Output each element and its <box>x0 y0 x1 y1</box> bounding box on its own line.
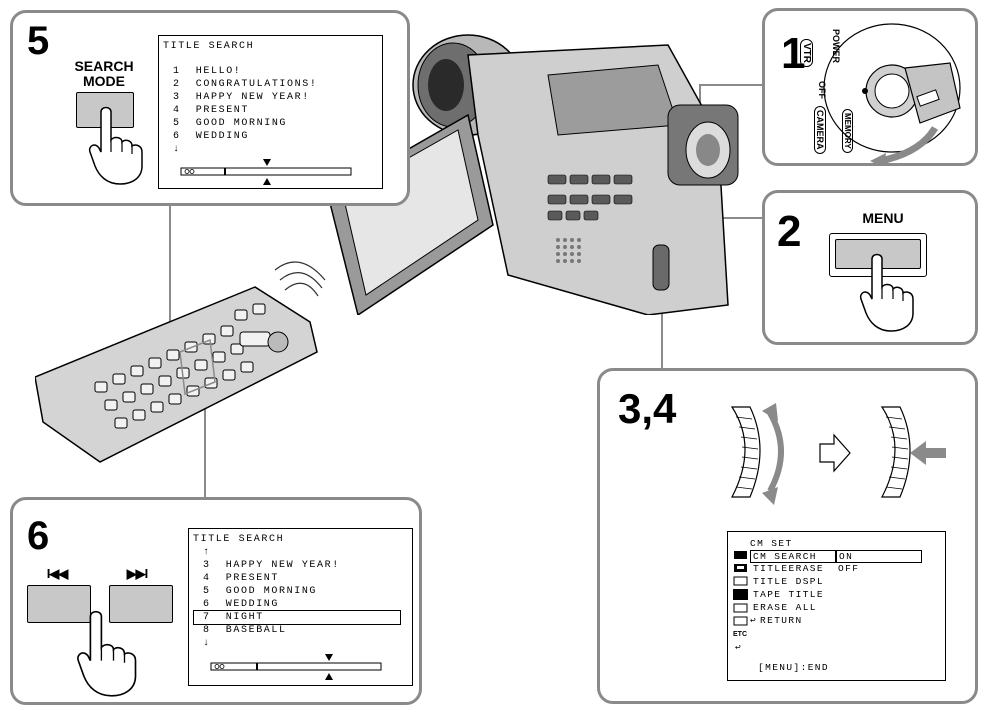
menu-item-erase-all[interactable]: ERASE ALL <box>753 602 817 613</box>
down-arrow: ↓ <box>173 144 181 155</box>
step-1-panel: 1 VTR POWER OFF CAMERA MEMORY <box>762 8 978 166</box>
title-item: 3 HAPPY NEW YEAR! <box>173 92 310 103</box>
title-search-screen-6: TITLE SEARCH ↑ 3 HAPPY NEW YEAR! 4 PRESE… <box>188 528 413 686</box>
dial-label-camera: CAMERA <box>814 106 826 154</box>
step-1-number: 1 <box>781 29 806 78</box>
menu-item-tape-title[interactable]: TAPE TITLE <box>753 589 825 600</box>
camcorder-illustration <box>327 34 739 315</box>
return-icon: ↩ <box>750 615 758 626</box>
remote-control-illustration <box>35 286 318 463</box>
tape-position-bar <box>210 654 382 680</box>
pointing-hand-icon <box>859 253 914 332</box>
menu-value-off[interactable]: OFF <box>838 563 860 574</box>
menu-heading: CM SET <box>750 538 793 549</box>
fast-forward-label: ▶▶I <box>126 566 149 581</box>
step-3-4-number: 3,4 <box>618 385 677 432</box>
menu-value-on[interactable]: ON <box>836 550 922 563</box>
menu-item-titleerase[interactable]: TITLEERASE <box>753 563 825 574</box>
search-mode-label-line1: SEARCH <box>74 58 134 74</box>
return-icon: ↩ <box>735 642 743 653</box>
title-item: 5 GOOD MORNING <box>173 118 288 129</box>
dial-label-vtr: VTR <box>800 39 813 67</box>
screen-title: TITLE SEARCH <box>163 41 255 52</box>
infrared-signal-waves <box>274 261 326 297</box>
title-item: 1 HELLO! <box>173 66 242 77</box>
step-6-number: 6 <box>27 514 50 558</box>
control-dial-rotate-diagram <box>730 403 946 505</box>
fast-forward-button[interactable] <box>109 585 173 623</box>
menu-category-icons <box>733 551 748 626</box>
title-item: 3 HAPPY NEW YEAR! <box>203 560 340 571</box>
menu-item-title-dspl[interactable]: TITLE DSPL <box>753 576 825 587</box>
menu-item-return[interactable]: RETURN <box>760 615 803 626</box>
title-item: 5 GOOD MORNING <box>203 586 318 597</box>
step-2-number: 2 <box>777 207 802 256</box>
screen-title: TITLE SEARCH <box>193 534 285 545</box>
step-2-panel: 2 MENU <box>762 190 978 345</box>
title-item: 6 WEDDING <box>173 131 250 142</box>
up-arrow: ↑ <box>203 547 211 558</box>
title-item: 4 PRESENT <box>203 573 280 584</box>
search-mode-label-line2: MODE <box>83 73 125 89</box>
menu-footer: [MENU]:END <box>758 662 830 673</box>
menu-item-cm-search[interactable]: CM SEARCH <box>750 550 836 563</box>
dial-label-memory: MEMORY <box>842 109 853 153</box>
down-arrow: ↓ <box>203 638 211 649</box>
step-6-panel: 6 I◀◀ ▶▶I TITLE SEARCH ↑ 3 HAPPY NEW YEA… <box>10 497 422 705</box>
title-item: 6 WEDDING <box>203 599 280 610</box>
cm-set-menu-screen: CM SET CM SEARCH ON TITLEERASE OFF TITLE… <box>727 531 946 681</box>
title-item: 4 PRESENT <box>173 105 250 116</box>
pointing-hand-icon <box>88 106 143 185</box>
step-5-panel: 5 SEARCH MODE TITLE SEARCH 1 HELLO! 2 CO… <box>10 10 410 206</box>
title-item: 8 BASEBALL <box>203 625 287 636</box>
step-3-4-panel: 3,4 CM SET CM SEARCH <box>597 368 978 704</box>
title-search-screen-5: TITLE SEARCH 1 HELLO! 2 CONGRATULATIONS!… <box>158 35 383 189</box>
selected-title-highlight <box>193 610 401 625</box>
rewind-button[interactable] <box>27 585 91 623</box>
tape-position-bar <box>180 159 352 185</box>
step-5-number: 5 <box>27 19 50 63</box>
title-item: 2 CONGRATULATIONS! <box>173 79 318 90</box>
rewind-label: I◀◀ <box>46 566 69 581</box>
pointing-hand-icon <box>77 610 137 697</box>
dial-label-power: POWER <box>831 29 841 64</box>
menu-button-label: MENU <box>862 210 904 226</box>
menu-category-etc: ETC <box>733 631 747 638</box>
power-switch-dial <box>823 23 961 163</box>
dial-label-off: OFF <box>817 81 827 99</box>
title-item-selected[interactable]: 7 NIGHT <box>203 612 264 623</box>
